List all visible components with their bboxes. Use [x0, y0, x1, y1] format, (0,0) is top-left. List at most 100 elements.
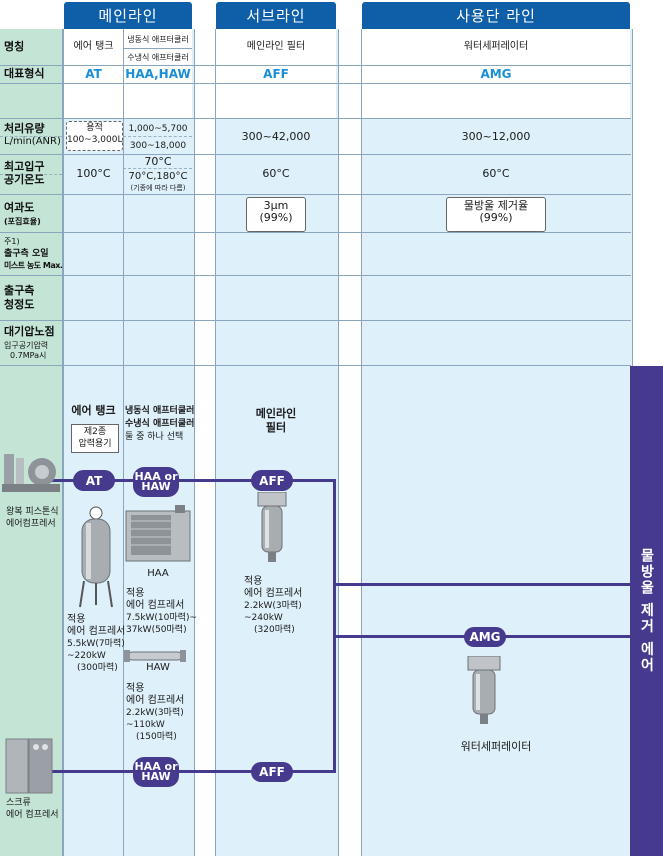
- tank-temp: 100°C: [76, 167, 111, 180]
- pill-haa-lower: HAA or HAW: [133, 757, 179, 787]
- aff-app-1: 적용: [244, 576, 263, 587]
- label-oil-2: 미스트 농도 Max.: [4, 261, 63, 270]
- haa-dryer-icon: [125, 505, 191, 562]
- divider: [0, 174, 62, 175]
- piston-compressor-label-1: 왕복 피스톤식: [6, 507, 59, 517]
- diagram-tank-class-1: 제2종: [83, 427, 107, 437]
- dryer-flow-1: 1,000~5,700: [128, 124, 188, 134]
- name-row-bg-sub: [216, 29, 336, 118]
- divider: [0, 118, 631, 119]
- name-row-bg-end: [362, 29, 630, 118]
- aff-app-5: (320마력): [254, 625, 295, 635]
- flow-line-upper: [36, 479, 335, 482]
- flow-line-riser: [333, 479, 336, 773]
- divider: [0, 83, 631, 84]
- end-line-column-lower: [361, 366, 631, 856]
- label-dew-1: 대기압노점: [4, 325, 55, 338]
- dryer-temp-2: 70°C,180°C: [128, 171, 188, 182]
- filter-temp: 60°C: [262, 167, 290, 180]
- divider: [123, 48, 192, 49]
- tank-app-5: (300마력): [77, 663, 118, 673]
- pill-haa-upper-1: HAA or: [134, 470, 178, 483]
- separator-filtration-box: 물방울 제거율 (99%): [446, 197, 546, 232]
- pill-haa-upper-2: HAW: [141, 480, 171, 493]
- diagram-dryer-title-1: 냉동식 애프터쿨러: [125, 406, 195, 416]
- filter-filtration-2: (99%): [259, 211, 293, 224]
- haa-app-2: 에어 컴프레서: [126, 600, 185, 611]
- separator-temp: 60°C: [482, 167, 510, 180]
- separator-flow: 300~12,000: [461, 130, 531, 143]
- water-removed-air-sidebar: 물방울 제거 에어: [630, 366, 663, 856]
- divider: [123, 168, 192, 169]
- dryer-name-1: 냉동식 애프터쿨러: [127, 35, 189, 44]
- dryer-temp-1: 70°C: [144, 155, 172, 168]
- aff-app-2: 에어 컴프레서: [244, 588, 303, 599]
- filter-model: AFF: [263, 67, 289, 81]
- row-label-column: [0, 29, 63, 856]
- air-tank-icon: [79, 506, 113, 608]
- haa-app-4: 37kW(50마력): [126, 625, 187, 635]
- dryer-flow-2: 300~18,000: [129, 141, 187, 151]
- diagram-tank-class-box: 제2종 압력용기: [71, 424, 119, 453]
- haw-dryer-icon: [124, 650, 186, 662]
- diagram-filter-title-1: 메인라인: [255, 407, 297, 420]
- haw-app-3: 2.2kW(3마력): [126, 708, 184, 718]
- label-filtration: 여과도: [4, 201, 35, 214]
- header-sub-line: 서브라인: [216, 2, 336, 29]
- diagram-tank-title: 에어 탱크: [71, 404, 116, 417]
- dryer-name-2: 수냉식 애프터쿨러: [127, 53, 189, 62]
- filter-name: 메인라인 필터: [246, 41, 306, 52]
- separator-model: AMG: [480, 67, 512, 81]
- screw-compressor-label-1: 스크류: [6, 798, 31, 808]
- label-dew-2: 입구공기압력: [4, 341, 49, 350]
- tank-model: AT: [85, 67, 102, 81]
- tank-app-1: 적용: [67, 614, 86, 625]
- tank-app-2: 에어 컴프레서: [67, 626, 126, 637]
- tank-volume-box: 용적 100~3,000L: [66, 121, 123, 151]
- pill-amg: AMG: [464, 627, 506, 647]
- header-end-line: 사용단 라인: [362, 2, 630, 29]
- sub-line-column: [215, 29, 339, 856]
- tank-app-3: 5.5kW(7마력): [67, 639, 125, 649]
- filter-filtration-box: 3μm (99%): [246, 197, 306, 232]
- haw-app-2: 에어 컴프레서: [126, 695, 185, 706]
- separator-name: 워터세퍼레이터: [463, 41, 529, 52]
- header-main-line: 메인라인: [64, 2, 192, 29]
- divider: [0, 65, 631, 66]
- name-row-bg-main: [64, 29, 192, 118]
- separator-filtration-2: (99%): [479, 211, 513, 224]
- pill-aff-upper: AFF: [251, 470, 293, 491]
- divider: [0, 365, 631, 366]
- separator-filtration-1: 물방울 제거율: [463, 199, 529, 212]
- divider: [0, 136, 62, 137]
- screw-compressor-icon: [5, 738, 53, 794]
- filter-flow: 300~42,000: [241, 130, 311, 143]
- aff-filter-icon: [257, 492, 287, 562]
- haw-app-1: 적용: [126, 683, 145, 694]
- label-clean-1: 출구측: [4, 284, 35, 297]
- piston-compressor-label-2: 에어컴프레서: [6, 519, 56, 529]
- dryer-model: HAA,HAW: [125, 67, 191, 81]
- filter-filtration-1: 3μm: [263, 199, 289, 212]
- diagram-tank-class-2: 압력용기: [78, 439, 112, 449]
- tank-volume-1: 용적: [86, 123, 103, 133]
- aff-app-3: 2.2kW(3마력): [244, 601, 302, 611]
- label-max-temp-2: 공기온도: [4, 173, 45, 186]
- flow-line-branch-top: [333, 583, 630, 586]
- flow-line-lower: [30, 770, 335, 773]
- label-model: 대표형식: [4, 67, 45, 80]
- screw-compressor-label-2: 에어 컴프레서: [6, 810, 59, 820]
- tank-volume-2: 100~3,000L: [67, 135, 123, 145]
- haw-app-5: (150마력): [136, 732, 177, 742]
- label-dew-3: 0.7MPa시: [10, 351, 47, 360]
- divider: [0, 194, 631, 195]
- haw-label: HAW: [146, 662, 170, 673]
- diagram-dryer-title-3: 둘 중 하나 선택: [125, 432, 184, 442]
- label-clean-2: 청정도: [4, 298, 35, 311]
- label-name: 명칭: [4, 40, 25, 53]
- label-filtration-sub: (포집효율): [4, 217, 41, 226]
- label-oil-1: 출구측 오일: [4, 249, 49, 259]
- divider: [0, 232, 631, 233]
- label-max-temp-1: 최고입구: [4, 160, 45, 173]
- haa-label: HAA: [147, 568, 169, 579]
